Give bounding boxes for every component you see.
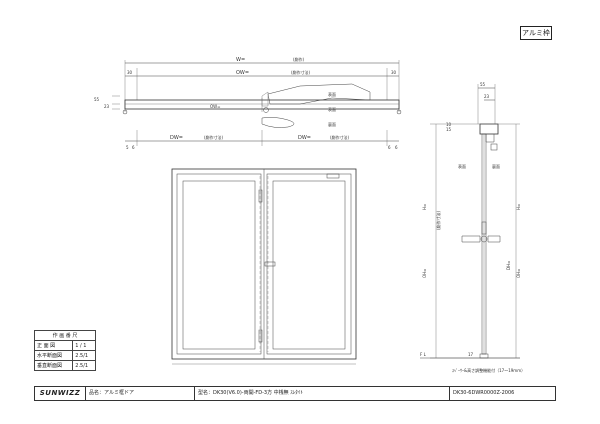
plan-tick-right2: 6	[395, 145, 398, 150]
plan-ow-label: OW=	[236, 70, 249, 76]
front-elevation-view	[171, 168, 357, 365]
title-block: SUNWIZZ 品名：アルミ框ドア 型名：DK30(V6.0)-両開-FD-3方…	[34, 386, 556, 401]
plan-w-note: (劇作)	[293, 56, 305, 62]
drawing-code: DK30-6DWR0000Z-2006	[453, 390, 515, 396]
section-top-small: 10	[446, 122, 452, 127]
section-h-left2: OH=	[422, 268, 427, 278]
scale-row-value: 2.5/1	[72, 350, 96, 361]
plan-dw-note-right: (劇作寸法)	[330, 134, 350, 140]
plan-dw-left: DW=	[170, 135, 183, 141]
section-face-front: 表面	[458, 163, 466, 169]
section-note: ｽﾍﾟｰｻｰ&高さ調整機能付（17〜19mm）	[452, 367, 525, 373]
section-h-right2: OH=	[516, 268, 521, 278]
scale-table: 作 画 番 尺 正 面 図 1 / 1 水平断面図 2.5/1 垂直断面図 2.…	[33, 330, 96, 371]
scale-table-header: 作 画 番 尺	[34, 330, 96, 341]
plan-tick-left: 5	[126, 145, 129, 150]
plan-ow-note: (劇作寸法)	[291, 69, 311, 75]
plan-face-label-1: 表面	[328, 91, 336, 97]
scale-row-value: 1 / 1	[72, 340, 96, 351]
section-fl-value: 17	[468, 352, 474, 357]
section-top-small2: 15	[446, 127, 452, 132]
plan-edge-left: 30	[127, 70, 133, 75]
plan-edge-right: 30	[391, 70, 397, 75]
section-h-left: H=	[422, 204, 427, 210]
plan-w-label: W=	[236, 57, 245, 63]
scale-row-name: 垂直断面図	[33, 360, 74, 371]
plan-tick-right: 6	[388, 145, 391, 150]
vertical-section-view: 55 23 10 15 表面 裏面 H= OH= (劇作寸法) H= OH= D…	[420, 82, 525, 373]
product-name: 品名：アルミ框ドア	[86, 387, 195, 400]
section-h-note: (劇作寸法)	[435, 210, 441, 230]
plan-face-label-2: 表面	[328, 106, 336, 112]
section-top23: 23	[484, 94, 490, 99]
brand-logo: SUNWIZZ	[35, 387, 86, 400]
plan-h23: 23	[104, 104, 110, 109]
scale-row-name: 正 面 図	[33, 340, 74, 351]
section-fl: F L	[420, 352, 427, 357]
plan-h55: 55	[94, 97, 100, 102]
plan-dw-right: DW=	[298, 135, 311, 141]
frame-type-badge: アルミ枠	[520, 26, 552, 40]
section-top55: 55	[480, 82, 486, 87]
model-name: 型名：DK30(V6.0)-両開-FD-3方 中桟無 ｽﾚﾀｲﾄ	[195, 387, 450, 400]
plan-tick-left2: 6	[132, 145, 135, 150]
section-face-back: 裏面	[492, 163, 500, 169]
plan-face-label-3: 裏面	[328, 121, 336, 127]
section-h-right: H=	[516, 204, 521, 210]
scale-row-value: 2.5/1	[72, 360, 96, 371]
scale-row-name: 水平断面図	[33, 350, 74, 361]
horizontal-section-view: W= (劇作) 30 30 OW= (劇作寸法) OW= 表面 表面 裏面 55…	[94, 56, 402, 150]
plan-dw-note-left: (劇作寸法)	[204, 134, 224, 140]
section-h-inner: DH=	[506, 261, 511, 270]
plan-ow-mid: OW=	[210, 104, 220, 109]
